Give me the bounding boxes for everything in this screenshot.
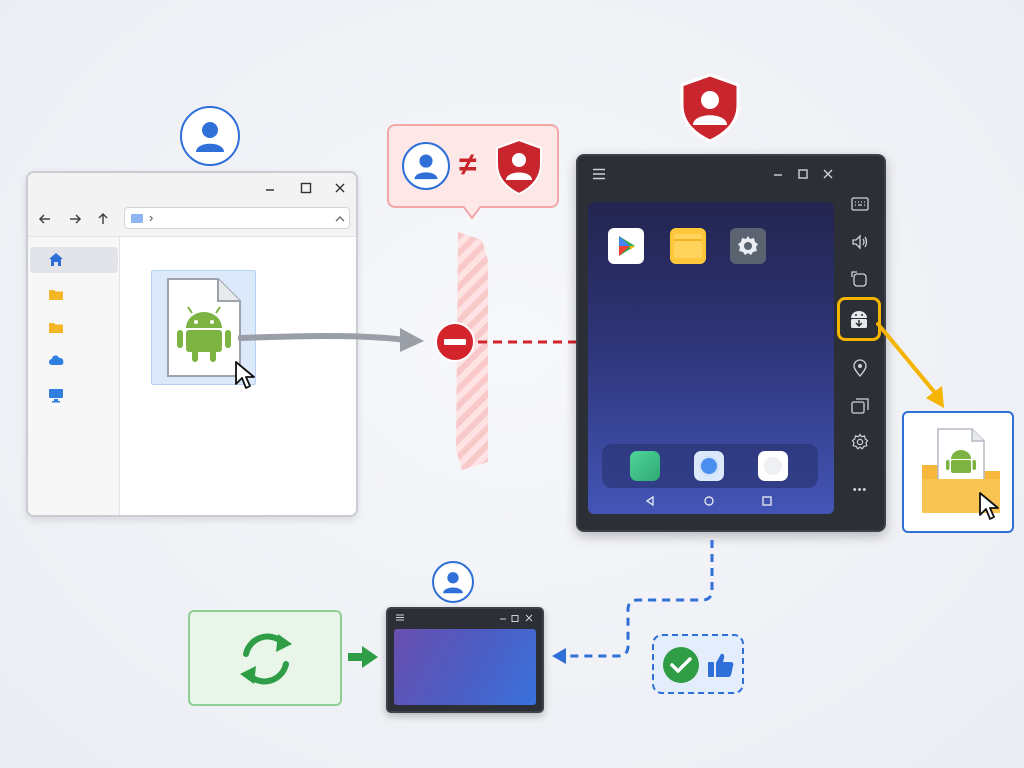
green-app-icon[interactable] [630,451,660,481]
explorer-titlebar [28,173,356,203]
emulator-mini-window[interactable] [386,607,544,713]
monitor-icon [49,389,63,403]
sidebar-item-folder-2[interactable] [30,316,118,342]
back-arrow-icon[interactable] [38,212,52,226]
close-icon[interactable] [334,182,346,194]
app-dock [602,444,818,488]
explorer-sidebar [28,237,120,515]
address-separator: › [149,210,154,225]
hamburger-menu-icon[interactable] [592,168,606,180]
volume-icon [852,234,868,250]
standard-user-badge [432,561,474,603]
multi-instance-icon [851,398,869,414]
hamburger-menu-icon [396,614,404,621]
sidebar-item-cloud[interactable] [30,349,118,375]
android-icon [177,306,231,362]
more-icon: ••• [852,484,868,496]
blocked-dashed-line [478,340,578,344]
multi-instance-button[interactable] [840,392,880,420]
location-button[interactable] [840,354,880,382]
admin-shield-icon [680,73,740,143]
explorer-navbar: › [28,203,356,237]
play-store-app[interactable] [608,228,644,264]
not-equal-sign: ≠ [459,146,477,182]
keyboard-button[interactable] [840,190,880,218]
folder-icon [49,323,63,333]
nav-back-icon[interactable] [644,495,656,507]
play-store-icon [619,236,635,256]
user-icon [196,122,224,152]
white-app-icon[interactable] [758,451,788,481]
android-emulator-window: ••• [576,154,886,532]
refresh-icon [240,633,292,685]
address-bar[interactable]: › [124,207,350,229]
restart-arrow [348,646,378,668]
up-arrow-icon[interactable] [96,212,110,226]
screenshot-button[interactable] [840,266,880,294]
restart-card [188,610,342,706]
nav-home-icon[interactable] [703,495,715,507]
keyboard-icon [851,197,869,211]
gear-icon [851,433,869,450]
file-explorer-window: › [26,171,358,517]
user-icon [443,572,463,594]
minimize-icon[interactable] [772,168,784,180]
approved-card [652,634,744,694]
sidebar-item-home[interactable] [30,247,118,273]
sidebar-item-folder-1[interactable] [30,283,118,309]
more-button[interactable]: ••• [840,476,880,504]
mouse-cursor-icon [235,361,255,389]
standard-user-badge [180,106,240,166]
files-icon [674,234,702,258]
cloud-icon [49,355,64,365]
install-arrow [876,322,944,408]
sidebar-item-this-pc[interactable] [30,383,118,409]
location-icon [853,359,867,377]
close-icon[interactable] [822,168,834,180]
standard-user-badge [402,142,450,190]
folder-icon [49,290,63,300]
settings-app[interactable] [730,228,766,264]
settings-icon [738,236,758,255]
thumbs-up-icon [708,653,734,677]
admin-shield-icon [496,138,542,196]
window-controls-icon [500,614,533,622]
maximize-icon[interactable] [300,182,312,194]
home-icon [49,253,63,266]
user-icon [414,154,438,180]
folder-icon [131,214,143,223]
blue-app-icon[interactable] [694,451,724,481]
nav-recents-icon[interactable] [761,495,773,507]
mouse-cursor-icon [979,492,999,520]
forward-arrow-icon[interactable] [68,212,82,226]
chevron-up-icon[interactable] [335,215,345,223]
apk-install-button[interactable] [837,297,881,341]
settings-button[interactable] [840,428,880,456]
apk-file-icon[interactable] [164,276,244,380]
drag-arrow [238,328,424,352]
run-dashed-path [552,540,714,664]
emulator-screen[interactable] [588,202,834,514]
apk-install-icon [851,311,867,328]
checkmark-icon [663,647,699,683]
maximize-icon[interactable] [797,168,809,180]
speech-bubble-tail [462,206,482,220]
screenshot-icon [851,271,867,287]
volume-button[interactable] [840,228,880,256]
emulator-mini-screen [394,629,536,705]
privilege-mismatch-bubble: ≠ [387,124,559,208]
minimize-icon[interactable] [264,182,276,194]
apk-folder-card[interactable] [902,411,1014,533]
files-app[interactable] [670,228,706,264]
blocked-icon [435,322,475,362]
